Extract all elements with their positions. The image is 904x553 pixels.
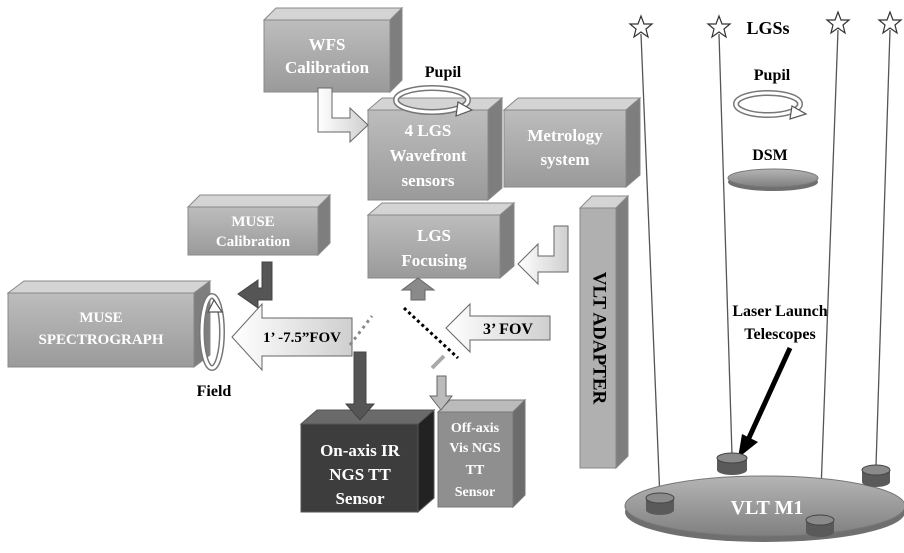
vlt-m1-label: VLT M1 — [731, 497, 804, 519]
adapter-to-focusing-arrow — [517, 225, 569, 286]
laser-launch-line-2: Telescopes — [744, 326, 815, 343]
pupil-label-right: Pupil — [754, 67, 791, 84]
metrology-line-1: Metrology — [527, 126, 603, 145]
laser-beam-2 — [718, 33, 733, 456]
wfs-calibration-line-1: WFS — [309, 35, 346, 54]
laser-beam-1 — [640, 33, 661, 501]
star-icon — [877, 10, 903, 35]
field-rotation-arrow — [199, 293, 225, 371]
laser-beam-4 — [875, 29, 891, 467]
launch-telescope-3 — [805, 514, 835, 537]
offaxis-line-1: Off-axis — [451, 421, 500, 436]
muse-spectrograph-box: MUSE SPECTROGRAPH — [6, 280, 212, 368]
pupil-rotation-arrow-top — [393, 85, 474, 117]
fov-3-label: 3’ FOV — [483, 321, 533, 338]
star-icon — [706, 14, 732, 39]
wavefront-sensors-line-1: 4 LGS — [405, 121, 452, 140]
wavefront-sensors-line-2: Wavefront — [389, 146, 466, 165]
star-icon — [825, 10, 851, 35]
onaxis-line-3: Sensor — [335, 489, 385, 508]
muse-spectrograph-line-1: MUSE — [79, 310, 122, 326]
offaxis-line-4: Sensor — [455, 485, 495, 500]
lgss-label: LGSs — [746, 18, 789, 38]
muse-calibration-line-1: MUSE — [231, 214, 274, 230]
pupil-rotation-arrow-right — [733, 90, 808, 120]
dsm-mirror — [727, 168, 819, 191]
launch-telescope-4 — [861, 464, 891, 487]
dichroic-dotted-line — [402, 306, 460, 360]
pickoff-mirror — [430, 354, 446, 370]
vlt-adapter-label: VLT ADAPTER — [589, 272, 610, 405]
launch-telescope-2 — [716, 452, 748, 475]
onaxis-line-2: NGS TT — [329, 465, 391, 484]
wfs-calibration-box: WFS Calibration — [262, 6, 404, 94]
up-to-focusing-arrow — [400, 277, 436, 301]
star-icon — [628, 14, 654, 39]
onaxis-line-1: On-axis IR — [320, 441, 401, 460]
offaxis-line-2: Vis NGS — [449, 441, 500, 456]
laser-beam-3 — [819, 29, 839, 519]
calibration-to-wfs-arrow — [317, 87, 369, 144]
laser-launch-pointer-arrow — [738, 346, 793, 458]
metrology-line-2: system — [540, 150, 589, 169]
field-label: Field — [197, 383, 232, 400]
wfs-calibration-line-2: Calibration — [285, 58, 370, 77]
fov-dotted-line — [348, 315, 374, 346]
wavefront-sensors-line-3: sensors — [402, 171, 455, 190]
launch-telescope-1 — [645, 492, 675, 515]
fov-3-arrow — [445, 302, 551, 354]
lgs-focusing-line-1: LGS — [417, 226, 451, 245]
muse-calibration-box: MUSE Calibration — [186, 193, 332, 257]
dsm-label: DSM — [752, 147, 788, 164]
down-to-offaxis-arrow — [428, 375, 454, 411]
fov-1-arrow — [231, 302, 353, 372]
onaxis-sensor-box: On-axis IR NGS TT Sensor — [299, 408, 436, 514]
lgs-star-icons — [628, 10, 903, 39]
offaxis-sensor-box: Off-axis Vis NGS TT Sensor — [436, 398, 527, 509]
muse-calibration-arrow — [237, 261, 273, 309]
offaxis-line-3: TT — [466, 463, 485, 478]
wavefront-sensors-box: 4 LGS Wavefront sensors — [366, 96, 504, 202]
down-to-onaxis-arrow — [344, 351, 376, 421]
lgs-focusing-box: LGS Focusing — [366, 201, 516, 280]
lgs-focusing-line-2: Focusing — [401, 251, 467, 270]
laser-launch-line-1: Laser Launch — [732, 303, 827, 320]
vlt-adapter-box: VLT ADAPTER — [578, 194, 630, 470]
fov-1-label: 1’ -7.5”FOV — [263, 330, 341, 346]
pupil-label-top: Pupil — [425, 64, 462, 81]
metrology-box: Metrology system — [502, 96, 642, 189]
muse-spectrograph-line-2: SPECTROGRAPH — [38, 332, 163, 348]
muse-calibration-line-2: Calibration — [216, 234, 291, 250]
